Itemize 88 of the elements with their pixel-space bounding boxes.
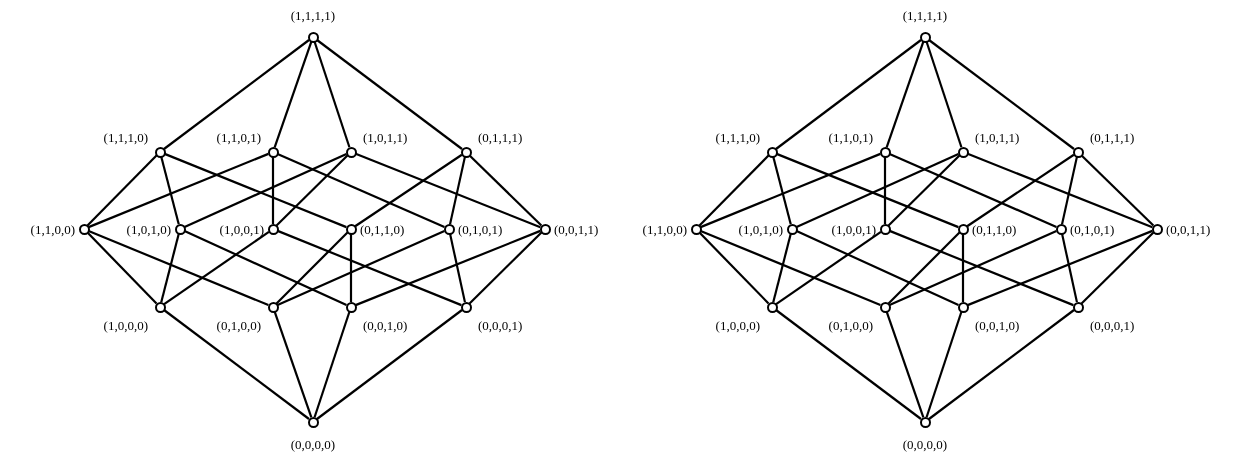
edge-line [88,229,269,307]
edge-line [889,153,1057,228]
edge-line [967,152,1153,229]
vertex-label: (1,1,0,0) [30,222,75,236]
edge-line [313,41,351,148]
edge-line [354,153,463,228]
edge-line [468,154,543,227]
edge-line [772,233,792,303]
vertex-label: (0,0,0,1) [1090,318,1135,332]
vertex-label: (0,1,0,0) [828,318,873,332]
vertex-label: (0,0,1,0) [975,318,1020,332]
edge-line [160,233,180,303]
vertex-label: (1,0,1,1) [363,130,408,144]
vertex-label: (1,1,1,0) [715,130,760,144]
edge-line [86,231,158,305]
edge-line [925,41,963,148]
vertex-label: (0,1,0,0) [216,318,261,332]
edge-line [313,311,351,418]
vertex-label: (0,0,1,0) [363,318,408,332]
edge-line [163,230,270,306]
vertex-label: (0,1,1,1) [1090,130,1135,144]
edge-line [273,41,313,148]
vertex-label: (1,0,1,1) [975,130,1020,144]
edge-line [885,311,925,418]
vertex-label: (0,0,0,0) [902,437,948,451]
edge-line [887,231,961,305]
vertex-label: (1,1,1,1) [902,8,948,22]
edge-line [796,230,959,306]
edge-line [88,152,269,229]
vertex-label: (1,0,0,0) [715,318,760,332]
edge-line [316,39,463,150]
edge-line [928,309,1075,420]
edge-line [775,39,922,150]
edge-line [883,157,887,224]
vertex-label: (0,0,1,1) [1166,222,1211,236]
edge-line [86,154,158,227]
edge-line [967,229,1153,307]
edge-line [700,229,881,307]
vertex-label: (1,1,0,1) [216,130,261,144]
edge-line [1080,154,1155,227]
vertex-label: (1,1,1,1) [290,8,336,22]
edge-line [698,231,770,305]
vertex-label: (1,0,0,1) [219,222,264,236]
vertex-label: (1,0,0,1) [831,222,876,236]
edge-line [277,153,445,228]
edge-line [349,234,353,302]
edge-line [355,152,541,229]
edge-line [887,154,961,227]
edge-line [468,231,543,305]
vertex-label: (0,0,1,1) [554,222,599,236]
edge-line [1061,156,1078,225]
edge-line [1080,231,1155,305]
edge-line [163,39,310,150]
vertex-label: (1,1,0,1) [828,130,873,144]
edge-line [700,152,881,229]
edge-line [449,156,466,225]
edge-line [775,309,922,420]
edge-line [271,157,275,224]
edge-line [961,234,965,302]
edge-line [966,153,1075,228]
edge-line [355,229,541,307]
edge-line [160,156,180,225]
edge-line [273,311,313,418]
vertex-label: (1,1,1,0) [103,130,148,144]
vertex-label: (0,1,0,1) [1070,222,1115,236]
vertex-label: (0,1,1,1) [478,130,523,144]
vertex-label: (1,0,1,0) [126,222,171,236]
vertex-label: (0,1,1,0) [360,222,405,236]
vertex-label: (0,0,0,1) [478,318,523,332]
edge-line [772,156,792,225]
edge-line [275,231,349,305]
vertex-label: (1,0,0,0) [103,318,148,332]
edge-line [1061,233,1078,303]
vertex-label: (1,0,1,0) [738,222,783,236]
vertex-label: (1,1,0,0) [642,222,687,236]
vertex-label: (0,1,0,1) [458,222,503,236]
edge-line [449,233,466,303]
edge-line [163,309,310,420]
edge-line [775,230,882,306]
edge-line [928,39,1075,150]
edge-line [275,154,349,227]
edge-line [698,154,770,227]
vertex-label: (0,0,0,0) [290,437,336,451]
edge-line [925,311,963,418]
vertex-label: (0,1,1,0) [972,222,1017,236]
edge-line [885,41,925,148]
edge-line [316,309,463,420]
edge-line [184,230,347,306]
